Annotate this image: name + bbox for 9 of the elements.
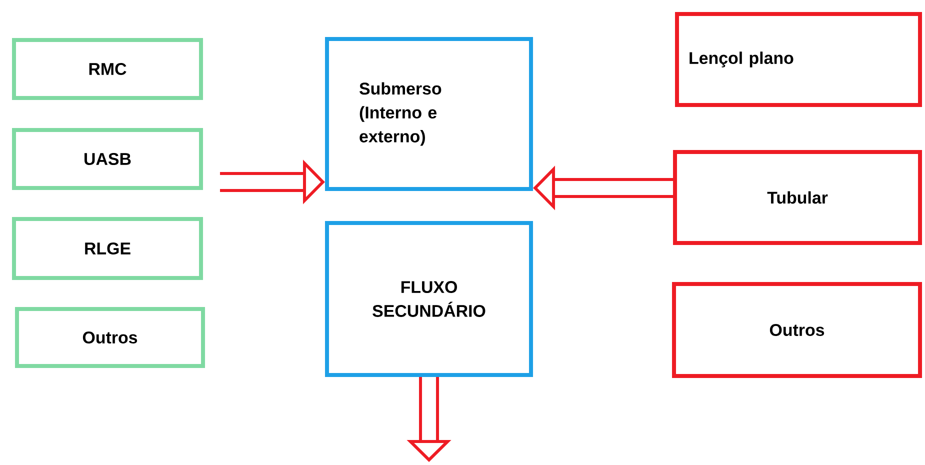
process-box: Outros bbox=[15, 307, 205, 368]
process-box: Submerso (Interno e externo) bbox=[325, 37, 533, 191]
process-box: Lençol plano bbox=[675, 12, 922, 107]
process-box: RLGE bbox=[12, 217, 203, 280]
process-box: Tubular bbox=[673, 150, 922, 245]
process-box: RMC bbox=[12, 38, 203, 100]
process-box: FLUXO SECUNDÁRIO bbox=[325, 221, 533, 377]
process-box: Outros bbox=[672, 282, 922, 378]
process-box: UASB bbox=[12, 128, 203, 190]
